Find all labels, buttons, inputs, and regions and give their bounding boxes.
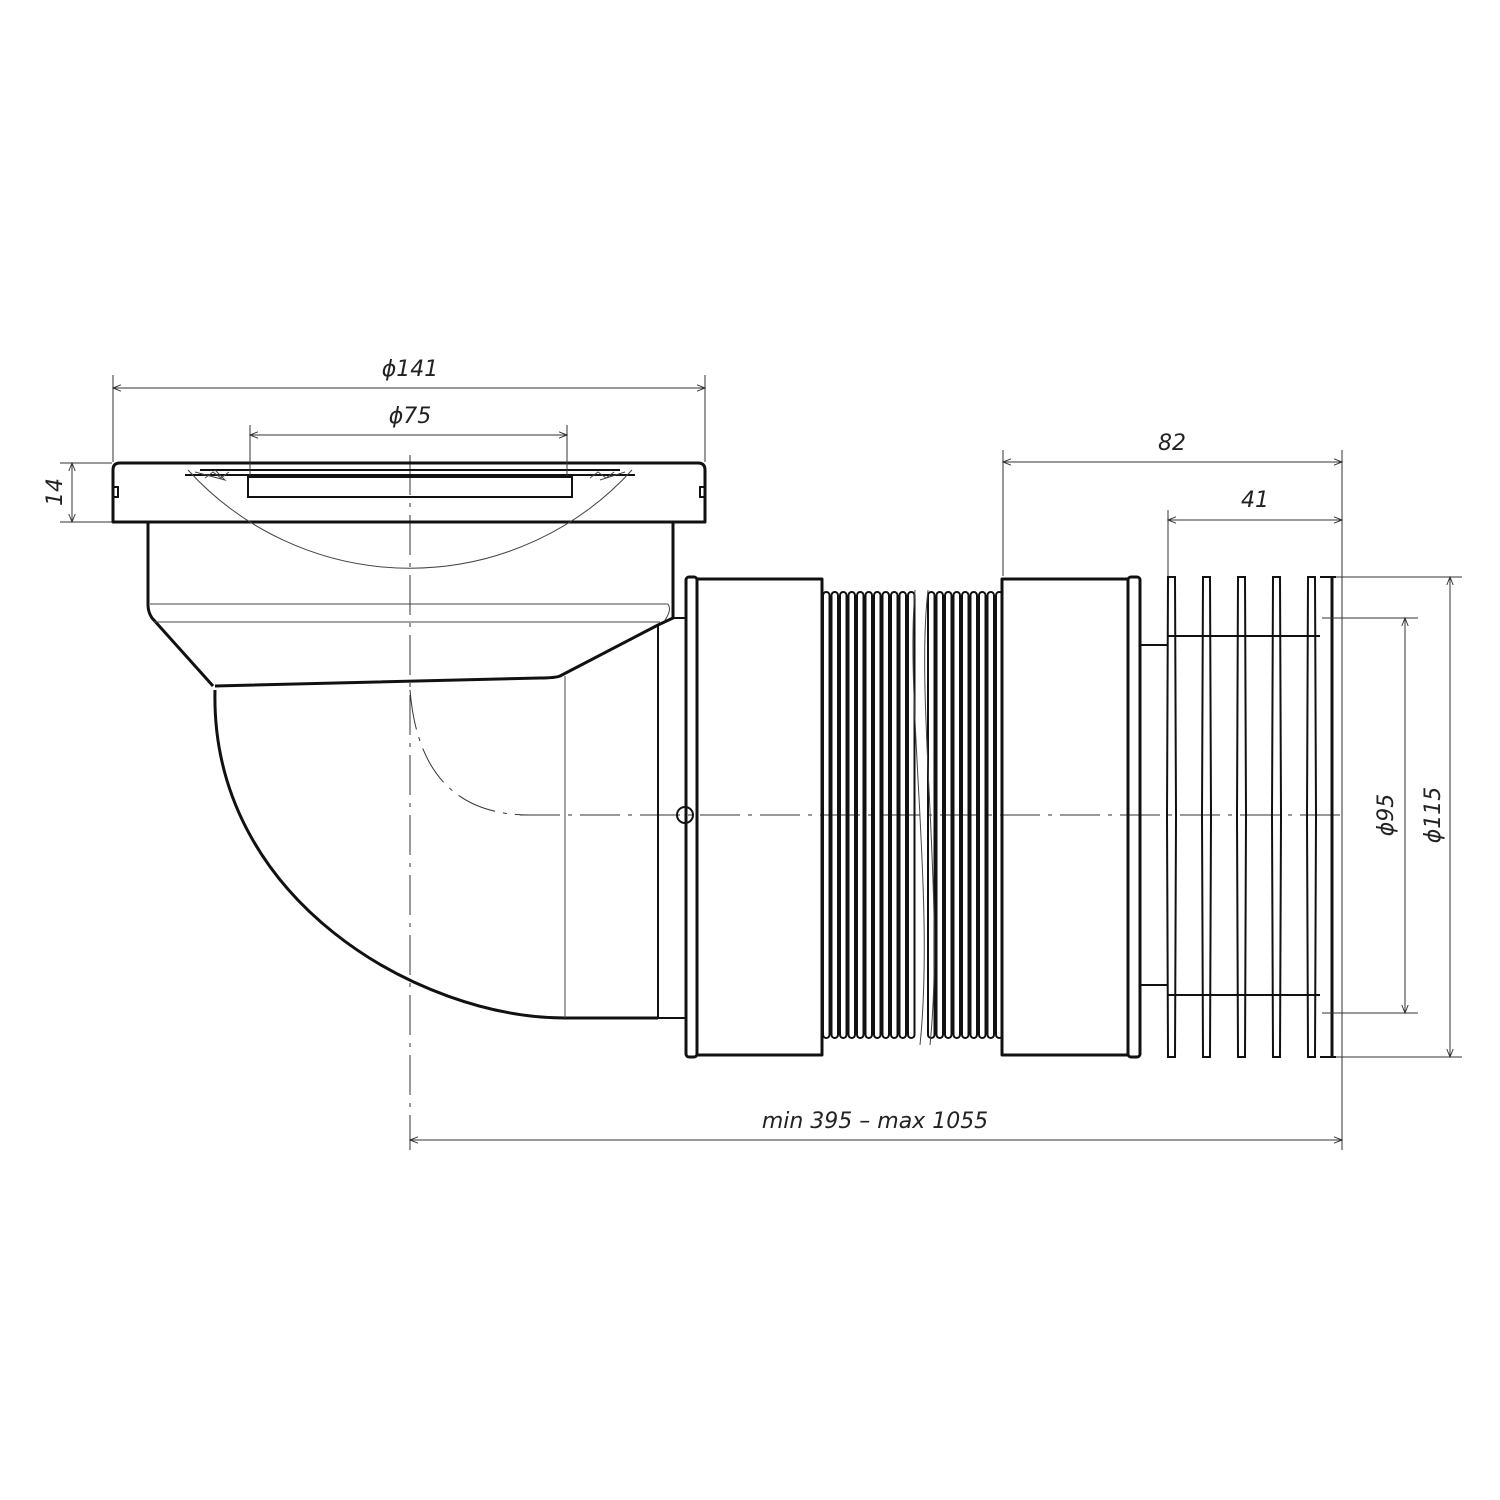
- fin: [1270, 576, 1283, 1058]
- label-flange-height: 14: [43, 478, 68, 506]
- dim-flange-diameter: ϕ141: [111, 357, 707, 462]
- fin: [1200, 576, 1213, 1058]
- dim-total-length: min 395 – max 1055: [408, 1109, 1344, 1144]
- fin: [1235, 576, 1248, 1058]
- corrugation-rib: [898, 591, 907, 1039]
- corrugation-rib: [978, 591, 987, 1039]
- vent-hole: [676, 806, 694, 824]
- label-outlet-fin-length: 41: [1241, 488, 1269, 513]
- fin: [1305, 576, 1318, 1058]
- right-collar: [1000, 575, 1336, 1059]
- corrugation-rib: [890, 591, 899, 1039]
- corrugation-rib: [822, 591, 831, 1039]
- corrugation-rib: [830, 591, 839, 1039]
- label-outlet-length: 82: [1158, 431, 1186, 456]
- corrugation-rib: [864, 591, 873, 1039]
- dim-outlet-outer-diameter: ϕ115: [1336, 575, 1462, 1059]
- label-flange-diameter: ϕ141: [382, 357, 439, 382]
- bend-centerline: [409, 689, 531, 816]
- dim-outlet-length: 82: [1001, 431, 1344, 1150]
- break-line: [924, 589, 935, 1046]
- corrugation-rib: [856, 591, 865, 1039]
- corrugation-rib: [935, 591, 944, 1039]
- fin: [1165, 576, 1178, 1058]
- dim-inlet-diameter: ϕ75: [248, 404, 569, 476]
- dim-outlet-inner-diameter: ϕ95: [1322, 616, 1418, 1015]
- label-outlet-inner-diameter: ϕ95: [1374, 794, 1399, 837]
- left-collar: [676, 575, 824, 1059]
- break-line: [912, 589, 925, 1046]
- corrugation-rib: [986, 591, 995, 1039]
- elbow: [213, 617, 686, 1020]
- sealing-fins: [1165, 576, 1318, 1058]
- corrugation-rib: [927, 591, 936, 1039]
- corrugation-rib: [847, 591, 856, 1039]
- corrugation-rib: [881, 591, 890, 1039]
- label-total-length: min 395 – max 1055: [762, 1109, 988, 1134]
- top-flange: [111, 461, 707, 569]
- label-outlet-outer-diameter: ϕ115: [1421, 787, 1446, 844]
- corrugation-rib: [907, 591, 916, 1039]
- dim-flange-height: 14: [43, 461, 112, 524]
- corrugation-rib: [969, 591, 978, 1039]
- label-inlet-diameter: ϕ75: [389, 404, 432, 429]
- corrugated-section: [822, 589, 1004, 1046]
- corrugation-rib: [961, 591, 970, 1039]
- corrugation-rib: [944, 591, 953, 1039]
- corrugation-rib: [839, 591, 848, 1039]
- corrugation-rib: [952, 591, 961, 1039]
- socket-body: [146, 522, 675, 688]
- corrugation-rib: [873, 591, 882, 1039]
- dim-outlet-fin-length: 41: [1166, 488, 1344, 576]
